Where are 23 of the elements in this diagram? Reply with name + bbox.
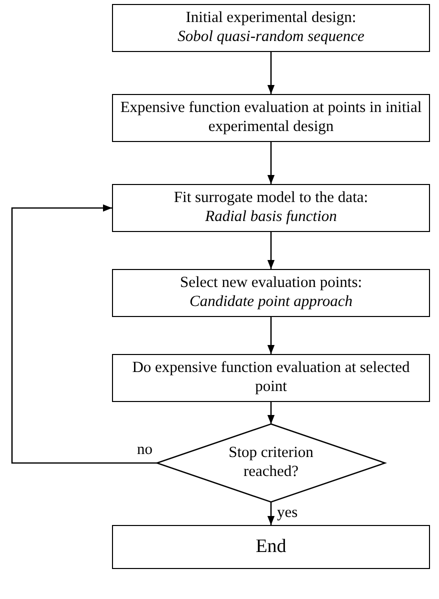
arrow [267,232,275,269]
box-text: Candidate point approach [189,293,353,312]
arrow [267,502,275,525]
decision-text: Stop criterion reached? [228,444,314,482]
box-text: End [256,536,286,558]
process-box [112,4,430,52]
arrow [267,142,275,184]
box-text: Expensive function evaluation at points in initial experimental design [119,99,423,137]
box-text: Radial basis function [205,208,337,227]
box-text: Sobol quasi-random sequence [178,28,364,47]
box-text: Select new evaluation points: [180,274,362,293]
box-text: Fit surrogate model to the data: [174,189,368,208]
box-text: Do expensive function evaluation at selected point [131,359,411,397]
process-box [112,184,430,232]
process-box [112,94,430,142]
arrow [267,402,275,424]
arrow [267,317,275,354]
process-box [112,525,430,569]
box-text: Initial experimental design: [186,9,356,28]
process-box [112,269,430,317]
arrow [11,204,157,464]
process-box [112,354,430,402]
arrow [267,52,275,94]
